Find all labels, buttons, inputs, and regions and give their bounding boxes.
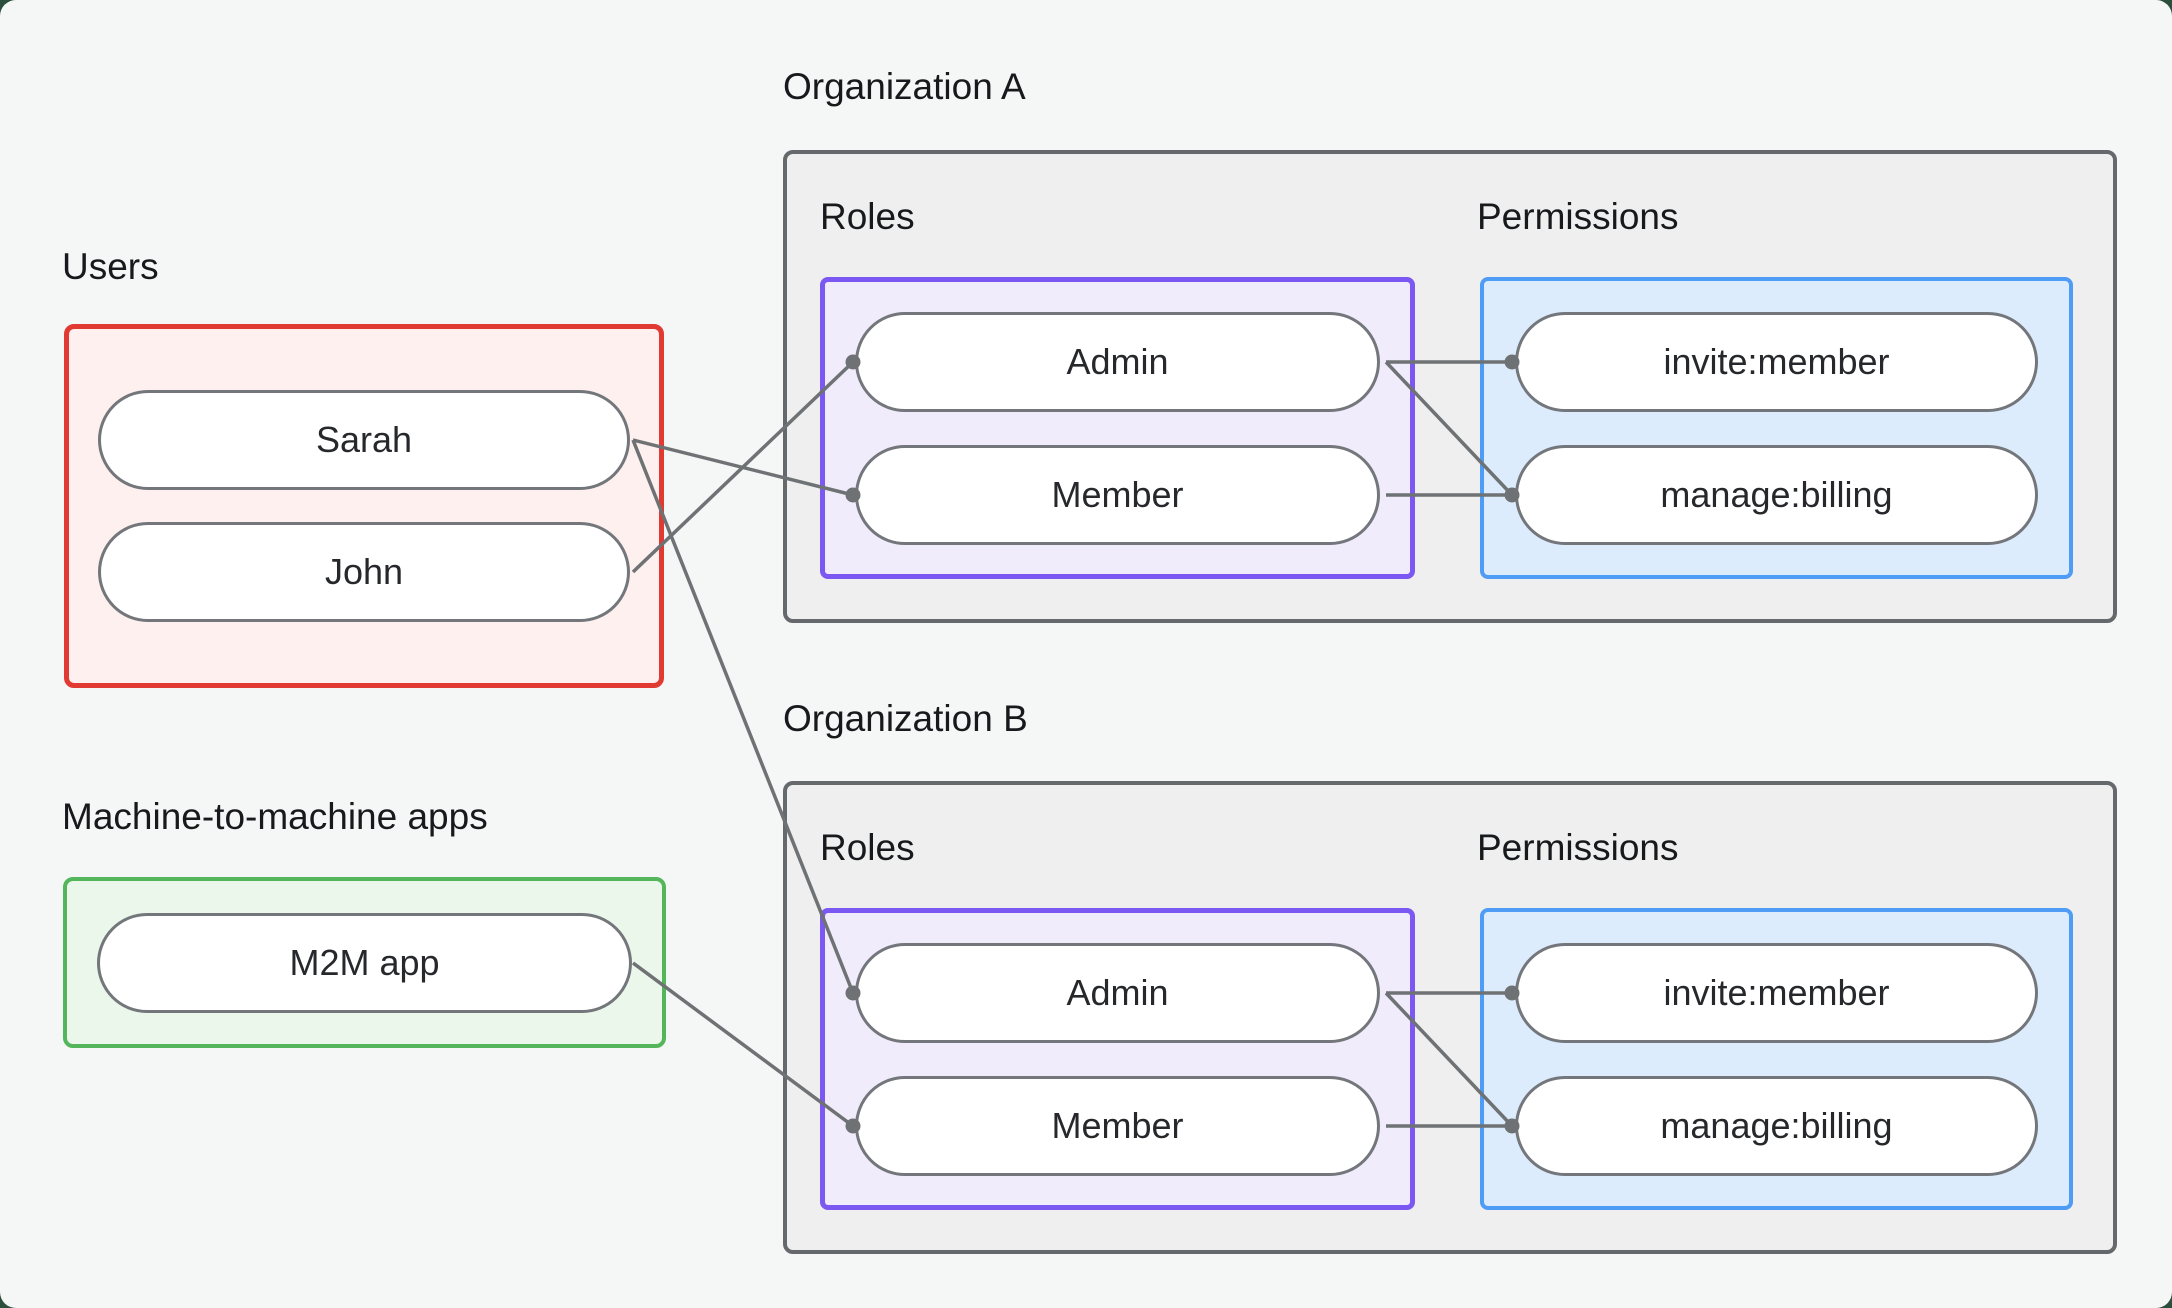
org-b-roles-label: Roles [820, 827, 915, 868]
org-a-box: Roles Permissions Admin Member invite:me… [783, 150, 2117, 623]
users-group-label: Users [62, 246, 159, 287]
org-a-role-pill-admin: Admin [855, 312, 1380, 412]
org-b-title: Organization B [783, 698, 1028, 739]
users-group-box: Sarah John [64, 324, 664, 688]
org-b-permissions-box: invite:member manage:billing [1480, 908, 2073, 1210]
org-b-role-pill-member: Member [855, 1076, 1380, 1176]
org-b-permissions-label: Permissions [1477, 827, 1679, 868]
org-a-roles-label: Roles [820, 196, 915, 237]
org-a-roles-box: Admin Member [820, 277, 1415, 579]
org-a-perm-pill-manage-billing: manage:billing [1515, 445, 2038, 545]
m2m-group-box: M2M app [63, 877, 666, 1048]
org-b-box: Roles Permissions Admin Member invite:me… [783, 781, 2117, 1254]
org-a-role-pill-member: Member [855, 445, 1380, 545]
user-pill-sarah: Sarah [98, 390, 630, 490]
org-a-permissions-label: Permissions [1477, 196, 1679, 237]
org-b-role-pill-admin: Admin [855, 943, 1380, 1043]
org-a-permissions-box: invite:member manage:billing [1480, 277, 2073, 579]
org-b-roles-box: Admin Member [820, 908, 1415, 1210]
org-a-title: Organization A [783, 66, 1026, 107]
org-a-perm-pill-invite-member: invite:member [1515, 312, 2038, 412]
m2m-group-label: Machine-to-machine apps [62, 796, 488, 837]
user-pill-john: John [98, 522, 630, 622]
m2m-app-pill: M2M app [97, 913, 632, 1013]
org-b-perm-pill-manage-billing: manage:billing [1515, 1076, 2038, 1176]
org-b-perm-pill-invite-member: invite:member [1515, 943, 2038, 1043]
